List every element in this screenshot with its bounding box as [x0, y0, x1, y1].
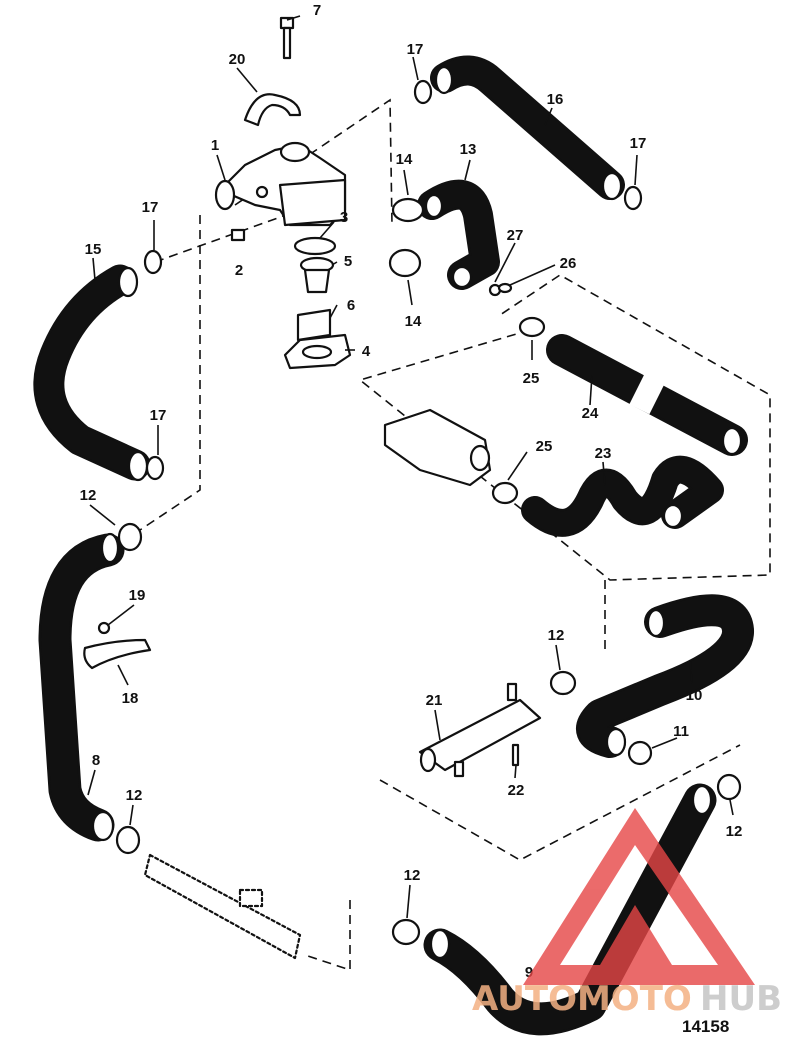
callout-9: 9	[525, 964, 533, 981]
clamp-17-left-top	[143, 249, 163, 275]
callout-27: 27	[507, 227, 524, 244]
hose-24	[546, 334, 748, 456]
leader-lines	[87, 15, 734, 919]
callout-10: 10	[686, 687, 703, 704]
callout-16: 16	[547, 91, 564, 108]
fluid-cooler-21	[418, 682, 542, 778]
callout-6: 6	[347, 297, 355, 314]
bolt-22	[511, 743, 520, 767]
watermark-text-automoto: AUTOMOTO	[472, 979, 692, 1019]
hose-10	[576, 594, 754, 758]
callout-20: 20	[229, 51, 246, 68]
clamp-17-left-bottom	[145, 455, 165, 481]
hose-23	[521, 455, 724, 537]
callout-26: 26	[560, 255, 577, 272]
callout-17-left-top: 17	[142, 199, 159, 216]
callout-12-left-top: 12	[80, 487, 97, 504]
clamp-12-middle	[549, 670, 577, 696]
callout-24: 24	[582, 405, 599, 422]
callout-12-right: 12	[726, 823, 743, 840]
hose-16	[430, 55, 625, 201]
callout-14-bottom: 14	[405, 313, 422, 330]
clamp-25-bottom	[491, 481, 519, 505]
exhaust-manifold-pipe	[143, 853, 302, 960]
thermostat-housing	[214, 141, 347, 227]
callout-25-bottom: 25	[536, 438, 553, 455]
clamp-12-left-top	[117, 522, 143, 552]
callout-2: 2	[235, 262, 243, 279]
callout-22: 22	[508, 782, 525, 799]
hose-9	[423, 783, 717, 1036]
callout-5: 5	[344, 253, 352, 270]
clamp-25-top	[518, 316, 546, 338]
figure-number: 14158	[682, 1017, 729, 1036]
clamp-12-left-bottom	[115, 825, 141, 855]
callout-15: 15	[85, 241, 102, 258]
watermark-text-hub: HUB	[700, 979, 782, 1019]
callout-25-top: 25	[523, 370, 540, 387]
clamp-11	[627, 740, 653, 766]
callout-23: 23	[595, 445, 612, 462]
clamp-12-right	[716, 773, 742, 801]
callout-17-left-bottom: 17	[150, 407, 167, 424]
clamp-17-right	[623, 185, 643, 211]
hose-8	[38, 532, 125, 842]
plug-2	[230, 228, 246, 242]
watermark-logo	[523, 808, 755, 985]
callout-12-left-bottom: 12	[126, 787, 143, 804]
clamp-17-top	[413, 79, 433, 105]
clamp-12-bottom	[391, 918, 421, 946]
fitting-26	[497, 282, 513, 294]
callout-7: 7	[313, 2, 321, 19]
clamp-14-bottom	[388, 248, 422, 278]
bolt-7	[279, 16, 295, 60]
heat-exchanger	[383, 408, 492, 487]
callouts: 7 20 1 3 2 5 6 4 17 15 17 12 17 16 17 13…	[80, 2, 743, 981]
callout-3: 3	[340, 209, 348, 226]
callout-17-top: 17	[407, 41, 424, 58]
watermark-triangle-icon	[523, 808, 755, 985]
callout-4: 4	[362, 343, 371, 360]
callout-21: 21	[426, 692, 443, 709]
callout-18: 18	[122, 690, 139, 707]
hose-15	[33, 264, 151, 482]
clamp-14-top	[391, 197, 425, 223]
callout-11: 11	[673, 723, 689, 740]
callout-12-bottom: 12	[404, 867, 421, 884]
hose-13	[417, 179, 500, 290]
callout-19: 19	[129, 587, 146, 604]
callout-14-top: 14	[396, 151, 413, 168]
seal-6	[296, 308, 332, 342]
bracket-18	[83, 638, 152, 670]
callout-12-middle: 12	[548, 627, 565, 644]
callout-8: 8	[92, 752, 100, 769]
callout-1: 1	[211, 137, 219, 154]
bracket-20	[243, 93, 302, 127]
callout-13: 13	[460, 141, 477, 158]
gasket-3	[293, 236, 337, 256]
thermostat-5	[299, 256, 335, 294]
nut-19	[97, 621, 111, 635]
callout-17-right: 17	[630, 135, 647, 152]
